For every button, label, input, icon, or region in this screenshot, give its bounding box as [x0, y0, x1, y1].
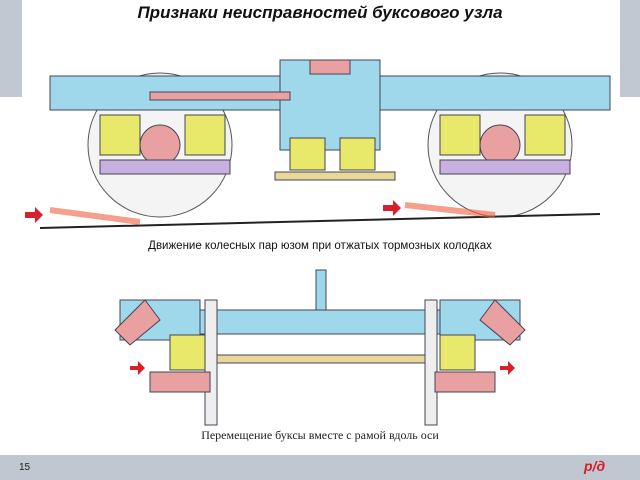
page-number: 15 [19, 462, 31, 473]
end-view-bogie [114, 269, 526, 426]
arrow-icon [130, 361, 145, 375]
arrow-icon [383, 200, 401, 216]
arrow-icon [25, 207, 43, 223]
side-view-bogie [25, 59, 611, 229]
caption-axle-box-shift: Перемещение буксы вместе с рамой вдоль о… [201, 428, 439, 442]
caption-skidding: Движение колесных пар юзом при отжатых т… [148, 240, 492, 252]
slide-title: Признаки неисправностей буксового узла [137, 3, 503, 22]
rzd-logo: р/д [584, 458, 606, 474]
arrow-icon [500, 361, 515, 375]
footer-bar [0, 455, 640, 480]
